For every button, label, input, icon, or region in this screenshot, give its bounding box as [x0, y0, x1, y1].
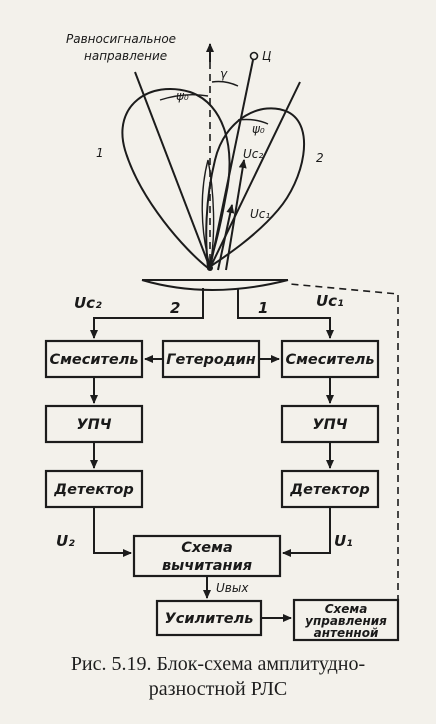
target-line [209, 59, 254, 269]
control-box [292, 598, 400, 642]
control-label-1: Схема [325, 602, 368, 616]
uout-signal-label: Uвых [216, 581, 249, 595]
target-marker [249, 51, 259, 61]
feed-left-label: 2 [170, 299, 180, 317]
lobe-1 [121, 88, 231, 270]
uc1-vector-label: Uc₁ [250, 207, 270, 221]
detector-left-label: Детектор [53, 482, 134, 498]
psi0-left-label: ψ₀ [176, 89, 189, 103]
lobe-2 [205, 107, 306, 270]
caption-line-1: Рис. 5.19. Блок-схема амплитудно- [70, 653, 366, 675]
reflector-dish [141, 279, 289, 291]
antenna-control-feedback [289, 283, 399, 602]
u1-signal-label: U₁ [334, 532, 353, 550]
psi0-left-arc [159, 93, 209, 101]
target-label: Ц [262, 49, 271, 63]
uc2-vector [225, 159, 247, 271]
beam-axis-left [134, 71, 211, 269]
ifa-left-label: УПЧ [76, 417, 111, 433]
detector-right-label: Детектор [289, 482, 370, 498]
wire-antenna-mixer-right [237, 302, 334, 339]
inner-lobe [201, 159, 215, 267]
subtract-label-1: Схема [181, 540, 232, 556]
wire-det-left-subtract [93, 507, 132, 557]
u2-signal-label: U₂ [56, 532, 75, 550]
uc2-signal-label: Uc₂ [74, 294, 102, 312]
feed-point [207, 265, 213, 271]
uc1-vector [217, 204, 235, 271]
mixer-right-label: Смеситель [285, 352, 374, 368]
amplifier-label: Усилитель [165, 611, 254, 627]
psi0-right-label: ψ₀ [252, 122, 265, 136]
psi0-right-arc [237, 118, 269, 125]
feed-right-label: 1 [258, 299, 268, 317]
gamma-arc [211, 80, 239, 87]
wire-antenna-mixer-left [90, 302, 204, 339]
subtract-label-2: вычитания [162, 558, 252, 574]
control-label-3: антенной [314, 626, 379, 640]
gamma-label: γ [220, 67, 228, 81]
lobe-1-label: 1 [96, 146, 104, 160]
uc2-vector-label: Uc₂ [243, 147, 263, 161]
equisignal-text-1: Равносигнальное [66, 32, 176, 46]
equisignal-text-2: направление [84, 49, 167, 63]
lobe-2-label: 2 [316, 151, 324, 165]
wire-det-right-subtract [282, 507, 331, 557]
heterodyne-label: Гетеродин [166, 352, 256, 368]
antenna-pattern: Равносигнальное направление Ц γ ψ₀ ψ₀ 1 … [66, 32, 324, 317]
ifa-right-label: УПЧ [312, 417, 347, 433]
uc1-signal-label: Uc₁ [316, 292, 344, 310]
control-label-2: управления [305, 614, 387, 628]
caption-line-2: разностной РЛС [148, 678, 288, 700]
mixer-left-label: Смеситель [49, 352, 138, 368]
